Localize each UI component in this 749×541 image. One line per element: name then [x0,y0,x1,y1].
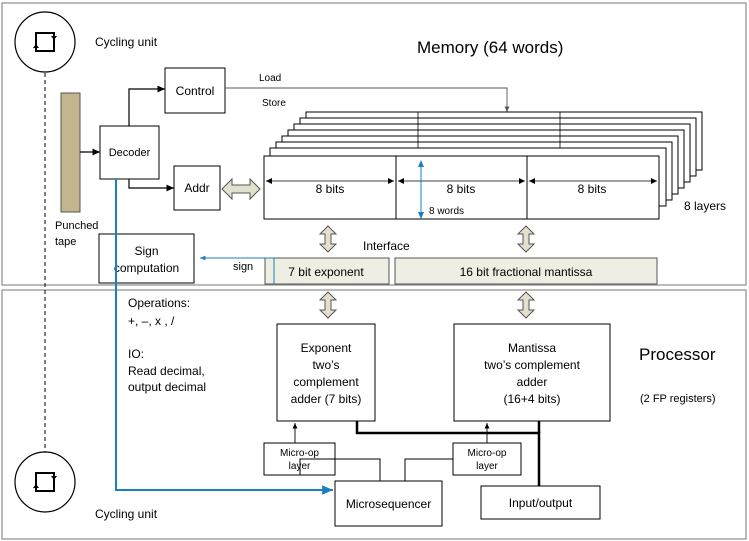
microsequencer-label: Microsequencer [346,497,431,511]
exponent-adder-line-3: complement [293,375,359,389]
microsequencer-links [299,458,453,481]
words-indicator [418,160,424,219]
bits-label-2: 8 bits [447,182,476,196]
mantissa-adder-line-3: adder [517,375,548,389]
operations-list: +, –, x , / [128,314,175,328]
operations-label: Operations: [128,296,190,310]
microop-right-line-2: layer [476,461,498,472]
control-box [164,67,226,114]
io-output: output decimal [128,380,206,394]
interface-arrow-exponent-bottom [319,291,337,319]
load-store-arrow [225,87,510,112]
memory-section-frame [1,2,747,286]
control-label: Control [176,84,215,98]
words-label: 8 words [429,206,464,217]
data-bus [355,421,541,486]
store-label: Store [262,98,286,109]
mantissa-adder-line-2: two’s complement [484,358,580,372]
exponent-field-label: 7 bit exponent [288,265,364,279]
exponent-adder-line-1: Exponent [301,341,352,355]
bits-label-1: 8 bits [316,182,345,196]
sign-computation-box [98,233,195,284]
microsequencer-box [334,480,443,527]
cycling-unit-top-icon [14,11,76,73]
mantissa-adder-box [453,323,611,422]
decoder-label: Decoder [109,147,151,159]
load-label: Load [259,73,281,84]
bits-indicator-2 [398,178,525,184]
cycling-unit-bottom-icon [14,451,76,513]
memory-title: Memory (64 words) [417,38,563,57]
interface-label: Interface [363,239,410,253]
interface-arrow-mantissa-bottom [517,291,535,319]
decoder-to-microsequencer-line [115,179,333,495]
bits-indicator-1 [266,178,394,196]
punched-tape [60,92,81,213]
mantissa-adder-line-4: (16+4 bits) [503,392,560,406]
cycling-unit-top-label: Cycling unit [95,35,158,49]
punched-tape-label-1: Punched [55,220,98,232]
sign-arrow [200,255,275,284]
layers-label: 8 layers [684,199,726,213]
addr-label: Addr [184,181,209,195]
addr-box [173,165,221,211]
processor-subtitle: (2 FP registers) [640,393,716,405]
input-output-label: Input/output [509,496,573,510]
exponent-field [264,257,390,285]
microop-left-line-1: Micro-op [280,448,319,459]
microop-right-box [452,442,522,476]
addr-memory-double-arrow [221,177,261,201]
punched-tape-label-2: tape [55,236,76,248]
processor-title: Processor [639,345,716,364]
sign-computation-label-2: computation [114,261,179,275]
exponent-adder-line-2: two’s [312,358,339,372]
mantissa-adder-line-1: Mantissa [508,341,556,355]
sign-computation-label-1: Sign [134,244,158,258]
mantissa-field-label: 16 bit fractional mantissa [460,265,593,279]
exponent-adder-box [276,323,376,422]
mantissa-field [394,257,658,285]
input-output-box [480,485,601,520]
processor-section-frame [1,289,747,540]
cycling-unit-bottom-label: Cycling unit [95,507,158,521]
decoder-to-control-arrow [128,85,165,126]
bits-label-3: 8 bits [578,182,607,196]
io-label: IO: [128,347,144,361]
microop-right-line-1: Micro-op [468,448,507,459]
decoder-to-addr-arrow [128,179,174,192]
interface-arrow-mantissa-top [517,225,535,253]
io-read: Read decimal, [128,364,205,378]
bits-indicator-3 [529,178,657,184]
exponent-adder-line-4: adder (7 bits) [291,392,362,406]
interface-arrow-exponent-top [319,225,337,253]
sign-label: sign [233,261,253,273]
